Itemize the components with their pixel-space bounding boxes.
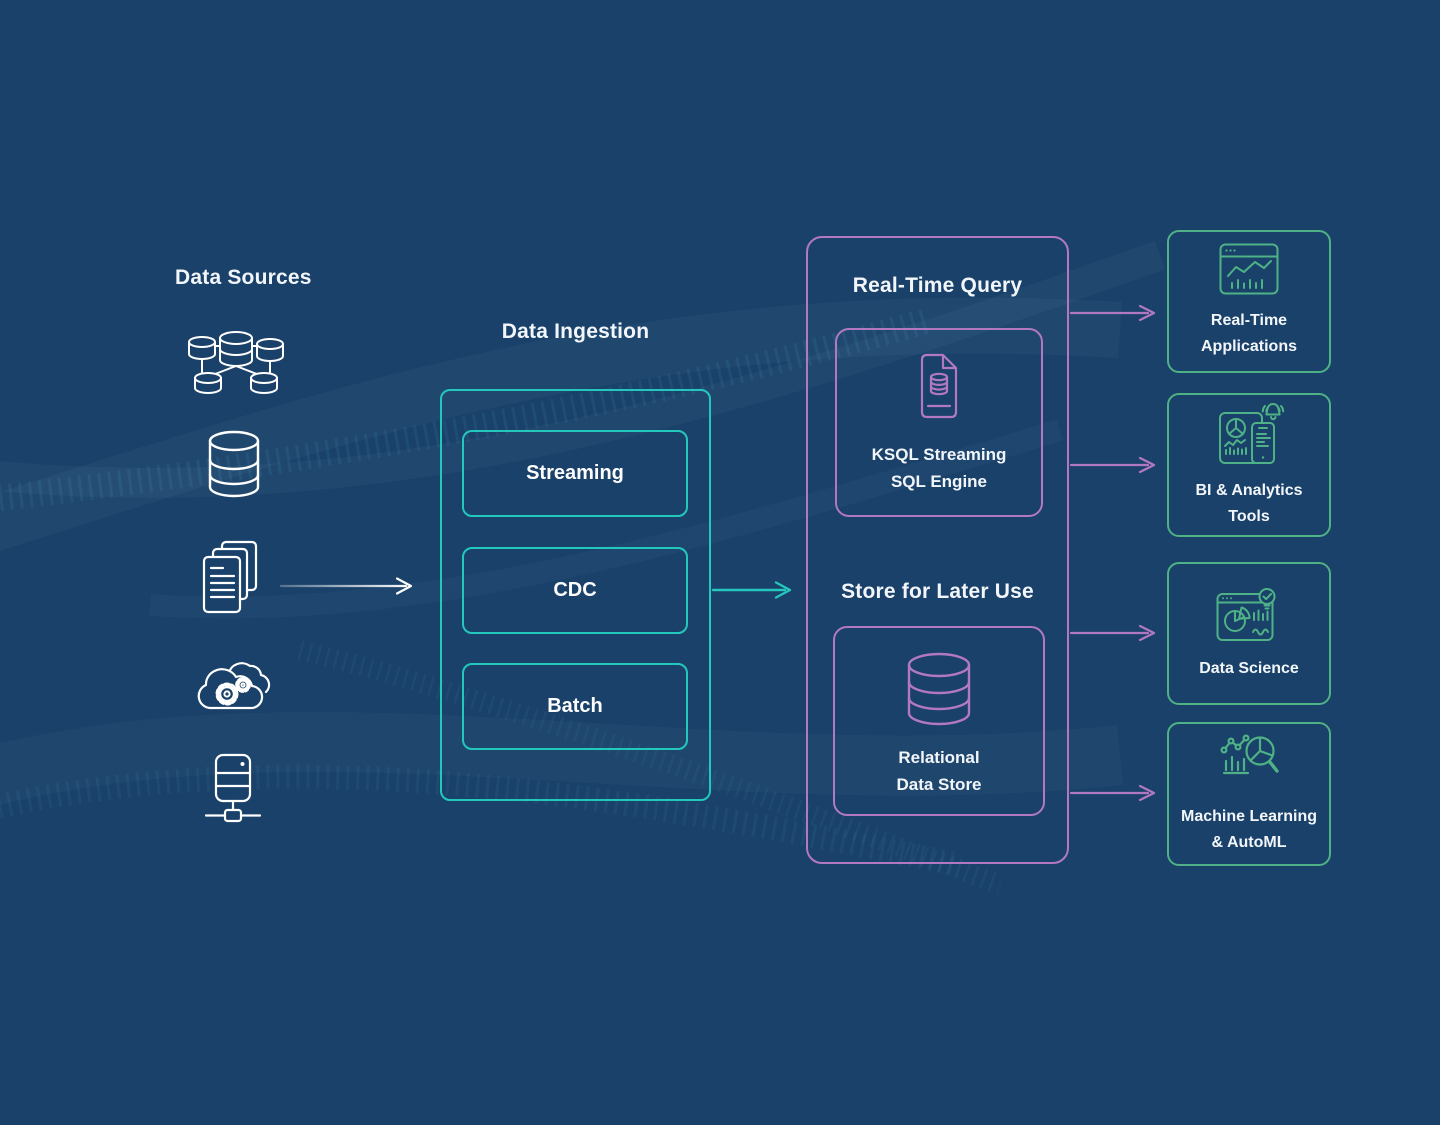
- networked-server-icon: [204, 753, 262, 823]
- output-label: Real-Time Applications: [1200, 312, 1297, 355]
- output-bi-analytics-tools: BI & Analytics Tools: [1167, 393, 1331, 537]
- data-ingestion-box: [440, 389, 711, 801]
- ksql-card-label: KSQL Streaming SQL Engine: [871, 445, 1007, 492]
- sql-document-icon: [920, 353, 958, 419]
- ml-magnifier-charts-icon: [1220, 734, 1279, 774]
- arrow-ingestion-to-processing: [711, 581, 792, 599]
- arrow-processing-to-realtime-applications: [1069, 304, 1156, 322]
- output-label: Data Science: [1199, 660, 1299, 678]
- store-for-later-use-title: Store for Later Use: [841, 580, 1034, 603]
- relational-store-card: Relational Data Store: [833, 626, 1045, 816]
- realtime-app-window-icon: [1219, 243, 1279, 295]
- database-icon: [208, 430, 260, 498]
- documents-icon: [202, 540, 258, 614]
- stage-streaming: Streaming: [462, 430, 688, 517]
- arrow-processing-to-bi-analytics: [1069, 456, 1156, 474]
- data-science-window-icon: [1216, 588, 1276, 642]
- stage-cdc-label: CDC: [553, 579, 597, 601]
- stage-cdc: CDC: [462, 547, 688, 634]
- real-time-query-title: Real-Time Query: [852, 274, 1023, 297]
- ksql-card: KSQL Streaming SQL Engine: [835, 328, 1043, 517]
- processing-box: [806, 236, 1069, 864]
- data-ingestion-title: Data Ingestion: [501, 320, 650, 343]
- output-label: BI & Analytics Tools: [1195, 481, 1303, 525]
- stage-batch-label: Batch: [547, 695, 603, 717]
- arrow-processing-to-data-science: [1069, 624, 1156, 642]
- database-cluster-icon: [188, 331, 284, 394]
- relational-store-label: Relational Data Store: [896, 748, 982, 795]
- output-machine-learning-automl: Machine Learning & AutoML: [1167, 722, 1331, 866]
- bi-devices-bell-icon: [1219, 402, 1285, 464]
- stage-batch: Batch: [462, 663, 688, 750]
- arrow-processing-to-machine-learning: [1069, 784, 1156, 802]
- output-data-science: Data Science: [1167, 562, 1331, 705]
- relational-database-icon: [907, 652, 971, 726]
- cloud-gears-icon: [197, 662, 271, 710]
- data-sources-title: Data Sources: [175, 266, 312, 289]
- output-label: Machine Learning & AutoML: [1180, 807, 1318, 851]
- arrow-sources-to-ingestion: [279, 577, 413, 595]
- output-real-time-applications: Real-Time Applications: [1167, 230, 1331, 373]
- stage-streaming-label: Streaming: [526, 462, 624, 484]
